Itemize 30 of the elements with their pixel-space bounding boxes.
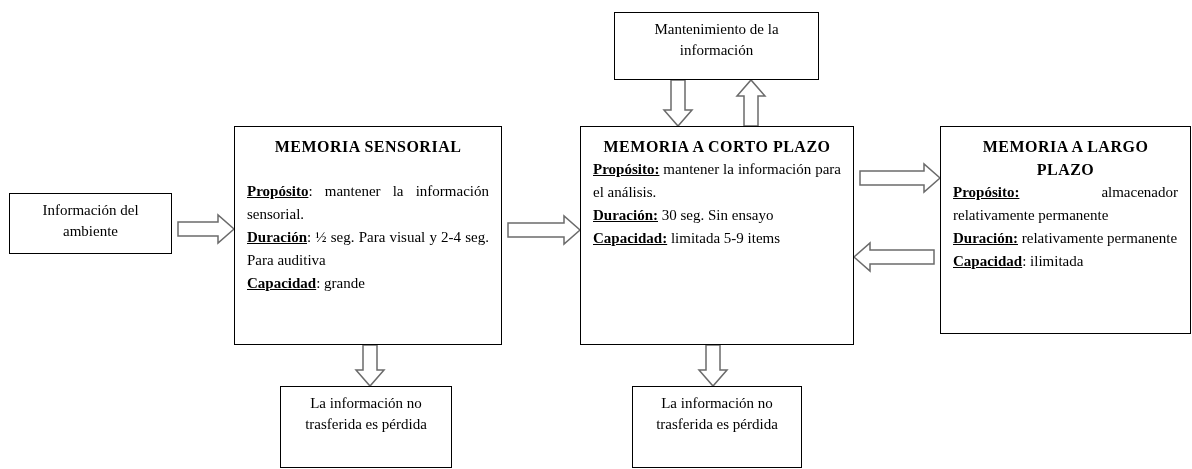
block-arrow [354, 344, 386, 388]
block-arrow [177, 213, 236, 245]
description-text: Propósito: mantener la información para el análisis. [593, 160, 841, 202]
text-box [280, 386, 452, 468]
memory-box [940, 126, 1191, 334]
block-arrow [507, 214, 582, 246]
block-arrow [662, 79, 694, 128]
description-text: Duración: relativamente permanente [953, 229, 1178, 248]
memory-box [580, 126, 854, 345]
description-text: Capacidad: grande [247, 274, 366, 293]
box-text: Información del ambiente [41, 201, 140, 241]
block-arrow [859, 162, 942, 194]
box-heading: MEMORIA SENSORIAL [273, 137, 463, 157]
box-text: Mantenimiento de la información [653, 20, 780, 60]
block-arrow [852, 241, 935, 273]
text-box [9, 193, 172, 254]
description-text: Duración: 30 seg. Sin ensayo [593, 206, 775, 225]
box-text: La información no trasferida es pérdida [304, 394, 428, 434]
box-heading: MEMORIA A CORTO PLAZO [602, 137, 832, 157]
memory-box [234, 126, 502, 345]
text-box [614, 12, 819, 80]
box-text: La información no trasferida es pérdida [655, 394, 779, 434]
box-heading: MEMORIA A LARGO PLAZO [981, 137, 1150, 180]
block-arrow [697, 344, 729, 388]
block-arrow [735, 78, 767, 127]
description-text: Duración: ½ seg. Para visual y 2-4 seg. Para auditiva [247, 228, 489, 270]
description-text: Capacidad: limitada 5-9 items [593, 229, 782, 248]
description-text: Propósito: mantener la información sensorial. [247, 182, 489, 224]
description-text: Capacidad: ilimitada [953, 252, 1085, 271]
text-box [632, 386, 802, 468]
